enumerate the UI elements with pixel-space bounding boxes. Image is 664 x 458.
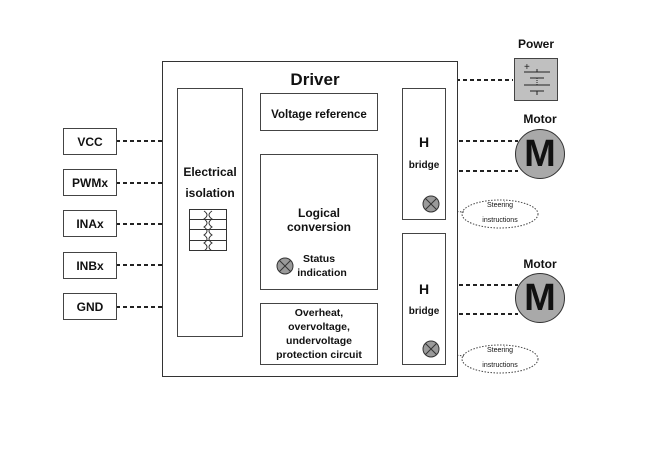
voltage-reference-block (260, 93, 378, 131)
motor-symbol-1: M (524, 133, 556, 175)
h-bridge-subtitle-1: bridge (408, 160, 440, 171)
voltage-reference-label: Voltage reference (271, 109, 367, 121)
motor-icon-2: M (515, 273, 565, 323)
pin-label: INBx (76, 258, 104, 273)
h-bridge-block-2 (402, 233, 446, 365)
pin-label: GND (76, 299, 104, 314)
h-bridge-subtitle-2: bridge (408, 306, 440, 317)
protection-label-1: Overheat, (294, 307, 344, 319)
protection-label-3: undervoltage (286, 335, 352, 347)
protection-label-2: overvoltage, (288, 321, 350, 333)
pin-label: INAx (76, 216, 104, 231)
pin-label: PWMx (72, 175, 108, 190)
pin-vcc: VCC (63, 128, 117, 155)
h-bridge-block-1 (402, 88, 446, 220)
isolation-label-1: Electrical (183, 165, 237, 179)
status-label-1: Status (302, 253, 336, 265)
power-label: Power (517, 37, 554, 51)
logical-conversion-label-1: Logical (297, 206, 340, 220)
transformer-icon (189, 209, 227, 251)
isolation-label-2: isolation (185, 186, 235, 200)
motor-label-2: Motor (523, 257, 557, 271)
steering-ellipse-2 (461, 344, 539, 374)
protection-circuit-block (260, 303, 378, 365)
status-lamp-icon (276, 257, 294, 275)
steering-label-1b: instructions (482, 217, 518, 224)
pin-inbx: INBx (63, 252, 117, 279)
motor-symbol-2: M (524, 277, 556, 319)
battery-icon: + (514, 58, 558, 101)
steering-label-1a: Steering (486, 202, 514, 209)
steering-label-2b: instructions (482, 362, 518, 369)
motor-icon-1: M (515, 129, 565, 179)
pin-label: VCC (77, 134, 103, 149)
svg-text:+: + (524, 62, 530, 73)
motor-label-1: Motor (523, 112, 557, 126)
steering-lamp-icon-2 (422, 340, 440, 358)
steering-lamp-icon-1 (422, 195, 440, 213)
driver-title: Driver (290, 70, 340, 89)
steering-ellipse-1 (461, 199, 539, 229)
pin-gnd: GND (63, 293, 117, 320)
logical-conversion-label-2: conversion (286, 220, 352, 234)
h-bridge-title-1: H (418, 134, 430, 150)
protection-label-4: protection circuit (276, 349, 362, 361)
status-label-2: indication (297, 267, 347, 279)
steering-label-2a: Steering (486, 347, 514, 354)
pin-pwmx: PWMx (63, 169, 117, 196)
h-bridge-title-2: H (418, 281, 430, 297)
pin-inax: INAx (63, 210, 117, 237)
